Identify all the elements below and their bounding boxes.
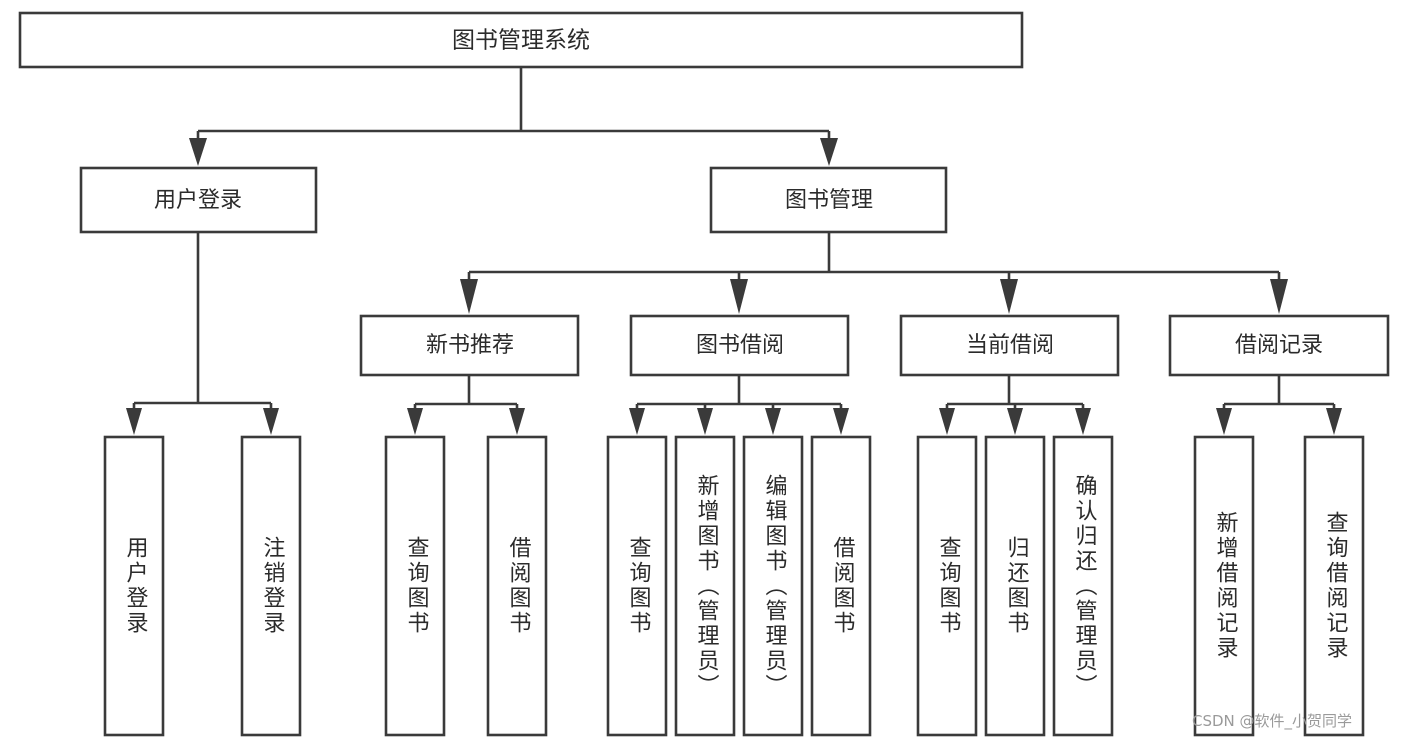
connector-group-book-manage-to-level3: [460, 232, 1288, 314]
node-borrow-record[interactable]: 借阅记录: [1168, 314, 1390, 377]
leaf-label-edit-book: 编辑图书（管理员）: [761, 473, 787, 699]
leaf-label-borrow-book-2: 借阅图书: [829, 536, 855, 636]
node-user-login-label: 用户登录: [154, 188, 242, 213]
leaf-label-confirm-return: 确认归还（管理员）: [1071, 473, 1097, 699]
node-new-book-recommend[interactable]: 新书推荐: [359, 314, 580, 377]
leaf-box-return-book[interactable]: [984, 435, 1046, 737]
node-book-borrow-label: 图书借阅: [696, 333, 784, 358]
leaf-box-confirm-return[interactable]: [1052, 435, 1114, 737]
connector-group-user-login-to-leaves: [126, 232, 279, 435]
leaf-label-user-login: 用户登录: [122, 536, 148, 636]
arrow-head-leaf-query-book-1: [407, 408, 423, 435]
leaf-box-add-book[interactable]: [674, 435, 736, 737]
leaf-box-query-book-3[interactable]: [916, 435, 978, 737]
arrow-head-leaf-query-record: [1326, 408, 1342, 435]
arrow-head-leaf-borrow-book-2: [833, 408, 849, 435]
leaf-box-borrow-book-2[interactable]: [810, 435, 872, 737]
node-root[interactable]: 图书管理系统: [18, 11, 1024, 69]
arrow-head-leaf-query-book-3: [939, 408, 955, 435]
leaf-box-group: [103, 435, 1365, 737]
node-current-borrow-box[interactable]: [899, 314, 1120, 377]
connector-group-root-to-level2: [189, 67, 838, 166]
arrow-head-leaf-edit-book: [765, 408, 781, 435]
leaf-label-query-book-2: 查询图书: [625, 536, 651, 636]
leaf-box-borrow-book-1[interactable]: [486, 435, 548, 737]
leaf-label-borrow-book-1: 借阅图书: [505, 536, 531, 636]
arrow-head-book-borrow: [730, 279, 748, 314]
node-current-borrow[interactable]: 当前借阅: [899, 314, 1120, 377]
node-borrow-record-label: 借阅记录: [1235, 333, 1323, 358]
arrow-head-book-manage: [820, 138, 838, 166]
arrow-head-leaf-user-login: [126, 408, 142, 435]
arrow-head-leaf-add-record: [1216, 408, 1232, 435]
arrow-head-new-book-recommend: [460, 279, 478, 314]
connector-group-current-borrow-to-leaves: [939, 375, 1091, 435]
connector-group-book-borrow-to-leaves: [629, 375, 849, 435]
leaf-box-query-record[interactable]: [1303, 435, 1365, 737]
leaf-label-return-book: 归还图书: [1003, 536, 1029, 636]
node-book-manage-label: 图书管理: [785, 188, 873, 213]
leaf-box-user-login[interactable]: [103, 435, 165, 737]
node-book-manage[interactable]: 图书管理: [709, 166, 948, 234]
connector-group-borrow-record-to-leaves: [1216, 375, 1342, 435]
node-user-login-box[interactable]: [79, 166, 318, 234]
node-borrow-record-box[interactable]: [1168, 314, 1390, 377]
arrow-head-current-borrow: [1000, 279, 1018, 314]
csdn-watermark: CSDN @软件_小贺同学: [1192, 712, 1353, 730]
arrow-head-leaf-return-book: [1007, 408, 1023, 435]
leaf-box-query-book-1[interactable]: [384, 435, 446, 737]
leaf-box-query-book-2[interactable]: [606, 435, 668, 737]
arrow-head-borrow-record: [1270, 279, 1288, 314]
arrow-head-leaf-borrow-book-1: [509, 408, 525, 435]
node-book-borrow[interactable]: 图书借阅: [629, 314, 850, 377]
arrow-head-user-login: [189, 138, 207, 166]
leaf-label-add-record: 新增借阅记录: [1212, 511, 1238, 661]
node-new-book-recommend-label: 新书推荐: [426, 333, 514, 358]
connector-group-new-book-recommend-to-leaves: [407, 375, 525, 435]
leaf-box-user-logout[interactable]: [240, 435, 302, 737]
leaf-label-query-book-1: 查询图书: [403, 536, 429, 636]
leaf-label-add-book: 新增图书（管理员）: [693, 473, 719, 699]
arrow-head-leaf-add-book: [697, 408, 713, 435]
node-user-login[interactable]: 用户登录: [79, 166, 318, 234]
node-root-label: 图书管理系统: [452, 28, 590, 54]
leaf-label-user-logout: 注销登录: [259, 536, 285, 636]
node-new-book-recommend-box[interactable]: [359, 314, 580, 377]
node-book-borrow-box[interactable]: [629, 314, 850, 377]
node-root-box[interactable]: [18, 11, 1024, 69]
leaf-box-add-record[interactable]: [1193, 435, 1255, 737]
node-book-manage-box[interactable]: [709, 166, 948, 234]
leaf-label-query-book-3: 查询图书: [935, 536, 961, 636]
arrow-head-leaf-confirm-return: [1075, 408, 1091, 435]
arrow-head-leaf-user-logout: [263, 408, 279, 435]
arrow-head-leaf-query-book-2: [629, 408, 645, 435]
node-current-borrow-label: 当前借阅: [966, 333, 1054, 358]
leaf-box-edit-book[interactable]: [742, 435, 804, 737]
leaf-label-query-record: 查询借阅记录: [1322, 511, 1348, 661]
